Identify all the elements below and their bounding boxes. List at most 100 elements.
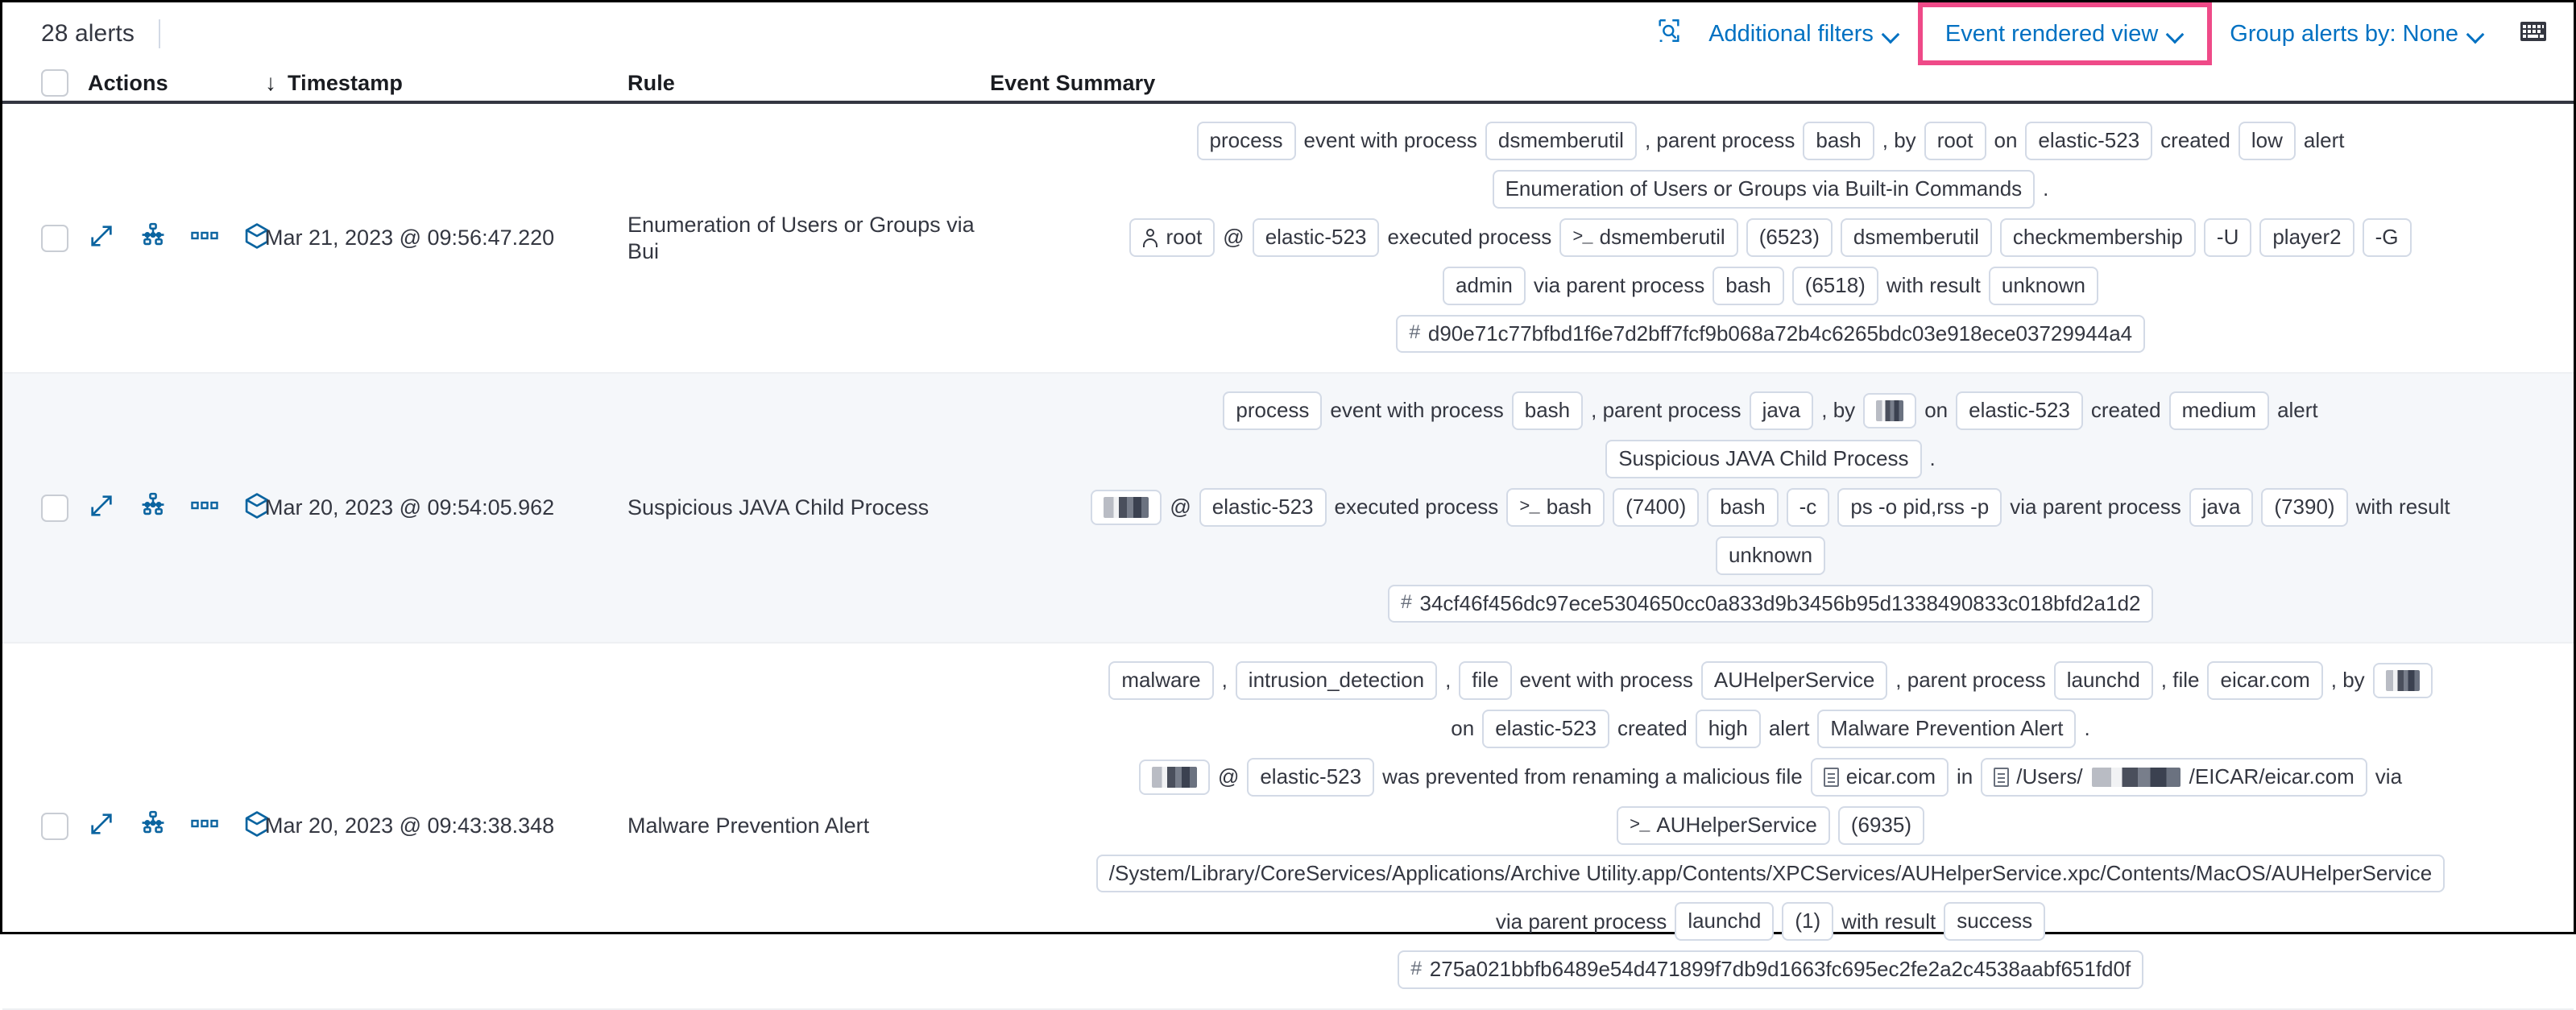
event-field-pill[interactable]: success — [1944, 902, 2046, 942]
pill-label: process — [1209, 128, 1283, 152]
event-field-pill[interactable]: elastic-523 — [1199, 487, 1327, 527]
group-alerts-by-button[interactable]: Group alerts by: None — [2215, 10, 2499, 58]
row-select-checkbox[interactable] — [41, 812, 68, 840]
event-field-pill[interactable]: bash — [1803, 122, 1874, 160]
expand-icon[interactable] — [88, 810, 115, 842]
event-rendered-view-button[interactable]: Event rendered view — [1931, 10, 2199, 58]
column-header-timestamp[interactable]: ↓ Timestamp — [265, 71, 627, 96]
event-field-pill[interactable]: low — [2238, 122, 2296, 160]
event-field-pill[interactable]: admin — [1443, 266, 1526, 305]
event-field-pill[interactable]: process — [1196, 122, 1296, 160]
event-field-pill[interactable]: bash — [1511, 391, 1584, 430]
event-field-pill[interactable]: elastic-523 — [1252, 217, 1380, 257]
inspect-button[interactable] — [1644, 10, 1694, 58]
event-field-pill[interactable]: Suspicious JAVA Child Process — [1605, 439, 1922, 478]
pill-label: root — [1166, 224, 1203, 249]
file-pill[interactable]: eicar.com — [1810, 757, 1949, 797]
analyzer-icon[interactable] — [139, 492, 167, 524]
event-field-pill[interactable]: launchd — [2053, 661, 2153, 700]
analyzer-icon[interactable] — [139, 222, 167, 254]
column-header-event-summary[interactable]: Event Summary — [990, 70, 1156, 95]
rule-name: Malware Prevention Alert — [627, 813, 870, 838]
event-field-pill[interactable]: -c — [1786, 487, 1830, 527]
event-hash-pill[interactable]: #275a021bbfb6489e54d471899f7db9d1663fc69… — [1397, 950, 2144, 990]
event-field-pill[interactable]: /System/Library/CoreServices/Application… — [1095, 854, 2446, 893]
event-field-pill[interactable]: elastic-523 — [1247, 757, 1375, 797]
event-field-pill[interactable]: -U — [2203, 217, 2252, 257]
event-field-pill[interactable]: (7390) — [2261, 487, 2348, 527]
event-field-pill[interactable]: (1) — [1782, 902, 1834, 942]
event-field-pill[interactable]: unknown — [1715, 536, 1826, 575]
select-all-checkbox[interactable] — [41, 69, 68, 97]
group-alerts-by-label: Group alerts by: None — [2230, 20, 2458, 47]
event-hash-pill[interactable]: #d90e71c77bfbd1f6e7d2bff7fcf9b068a72b4c6… — [1395, 314, 2146, 354]
event-summary-line: /System/Library/CoreServices/Application… — [990, 850, 2551, 898]
event-field-pill[interactable]: java — [2189, 487, 2254, 527]
event-hash-pill[interactable]: #34cf46f456dc97ece5304650cc0a833d9b3456b… — [1387, 584, 2154, 623]
file-pill[interactable]: /Users//EICAR/eicar.com — [1981, 757, 2367, 797]
expand-icon[interactable] — [88, 492, 115, 524]
event-field-pill[interactable]: elastic-523 — [1482, 709, 1609, 748]
row-select-checkbox[interactable] — [41, 224, 68, 252]
event-field-pill[interactable]: launchd — [1675, 902, 1775, 942]
event-field-pill[interactable]: (6523) — [1746, 217, 1833, 257]
redacted-user-pill[interactable] — [1863, 392, 1917, 428]
more-actions-icon[interactable] — [191, 498, 218, 518]
redacted-user-pill[interactable] — [1091, 489, 1162, 525]
redacted-value — [1104, 496, 1149, 518]
event-field-pill[interactable]: bash — [1707, 487, 1779, 527]
event-field-pill[interactable]: Enumeration of Users or Groups via Built… — [1492, 169, 2036, 209]
more-actions-icon[interactable] — [191, 816, 218, 836]
session-view-icon[interactable] — [242, 491, 271, 524]
event-field-pill[interactable]: process — [1223, 391, 1323, 430]
event-field-pill[interactable]: malware — [1108, 661, 1214, 700]
event-field-pill[interactable]: elastic-523 — [2025, 122, 2153, 160]
process-pill[interactable]: >_dsmemberutil — [1559, 217, 1738, 257]
row-select-checkbox[interactable] — [41, 494, 68, 522]
event-field-pill[interactable]: Malware Prevention Alert — [1817, 709, 2077, 748]
event-field-pill[interactable]: java — [1749, 391, 1814, 430]
more-actions-icon[interactable] — [191, 228, 218, 248]
timestamp-cell: Mar 20, 2023 @ 09:43:38.348 — [265, 644, 627, 1008]
event-field-pill[interactable]: ps -o pid,rss -p — [1837, 487, 2002, 527]
event-field-pill[interactable]: unknown — [1988, 266, 2098, 305]
event-field-pill[interactable]: high — [1695, 709, 1761, 748]
redacted-user-pill[interactable] — [1138, 759, 1210, 795]
keyboard-shortcuts-button[interactable] — [2499, 10, 2574, 58]
event-field-pill[interactable]: medium — [2168, 391, 2270, 430]
pill-label: AUHelperService — [1713, 668, 1875, 692]
process-pill[interactable]: >_bash — [1506, 487, 1605, 527]
user-pill[interactable]: root — [1129, 217, 1216, 257]
additional-filters-button[interactable]: Additional filters — [1694, 10, 1915, 58]
expand-icon[interactable] — [88, 222, 115, 254]
column-header-actions[interactable]: Actions — [88, 70, 168, 95]
event-field-pill[interactable]: file — [1459, 661, 1512, 700]
event-field-pill[interactable]: eicar.com — [2207, 661, 2323, 700]
event-field-pill[interactable]: elastic-523 — [1956, 391, 2083, 430]
event-field-pill[interactable]: player2 — [2259, 217, 2354, 257]
event-field-pill[interactable]: intrusion_detection — [1235, 661, 1438, 700]
event-field-pill[interactable]: AUHelperService — [1700, 661, 1888, 700]
process-pill[interactable]: >_AUHelperService — [1617, 805, 1830, 845]
analyzer-icon[interactable] — [139, 810, 167, 842]
session-view-icon[interactable] — [242, 809, 271, 842]
redacted-user-pill[interactable] — [2372, 662, 2433, 698]
event-field-pill[interactable]: dsmemberutil — [1485, 122, 1637, 160]
event-field-pill[interactable]: (6518) — [1791, 266, 1878, 305]
event-field-pill[interactable]: -G — [2362, 217, 2412, 257]
event-field-pill[interactable]: (6935) — [1837, 805, 1924, 845]
event-field-pill[interactable]: checkmembership — [1999, 217, 2196, 257]
event-field-pill[interactable]: dsmemberutil — [1840, 217, 1992, 257]
event-summary-line: Suspicious JAVA Child Process. — [990, 435, 2551, 483]
event-field-pill[interactable]: root — [1924, 122, 1986, 160]
event-field-pill[interactable]: bash — [1713, 266, 1784, 305]
event-rendered-view-label: Event rendered view — [1944, 20, 2159, 47]
session-view-icon[interactable] — [242, 221, 271, 255]
column-header-rule[interactable]: Rule — [627, 70, 675, 95]
event-field-pill[interactable]: (7400) — [1613, 487, 1700, 527]
